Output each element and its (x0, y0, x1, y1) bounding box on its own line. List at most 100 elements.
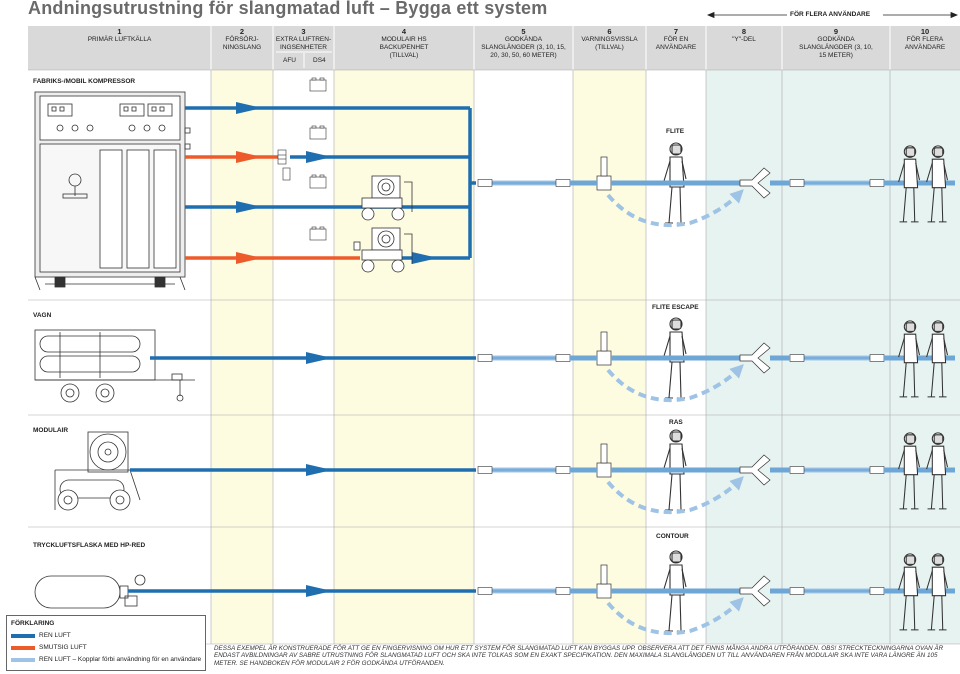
page-title: Andningsutrustning för slangmatad luft –… (28, 0, 548, 18)
user-arms (898, 449, 921, 470)
col-num: 7 (673, 27, 679, 36)
bypass-arrow (606, 597, 744, 636)
user-torso (903, 333, 919, 364)
col-label: GODKÄNDA SLANGLÄNGDER (3, 10, 15, 20, 30… (481, 36, 566, 59)
row4-flows (128, 585, 476, 597)
distribution-row-4 (477, 550, 955, 636)
hose-coupling (869, 466, 885, 474)
whistle-body (596, 583, 612, 599)
whistle-icon (600, 331, 608, 352)
col-label: GODKÄNDA SLANGLÄNGDER (3, 10, 15 METER) (799, 36, 873, 59)
user-mask (933, 147, 944, 157)
whistle-icon (600, 564, 608, 585)
legend-label: REN LUFT – Kopplar förbi användning för … (39, 656, 202, 663)
equipment-label-ras: RAS (669, 419, 683, 426)
user-torso (903, 158, 919, 189)
user-arms (898, 570, 921, 591)
row-label-trailer: VAGN (33, 312, 52, 319)
trailer-icon (34, 329, 195, 403)
hose-coupling (555, 466, 571, 474)
row-label-compressor: FABRIKS-/MOBIL KOMPRESSOR (33, 78, 136, 85)
user-torso (669, 443, 685, 475)
user-torso (669, 564, 685, 596)
col-label: EXTRA LUFTREN-INGSENHETER (275, 36, 332, 51)
legend-label: REN LUFT (39, 632, 71, 639)
hose-coupling (789, 354, 805, 362)
user-arms (663, 568, 687, 590)
col-num: 5 (521, 27, 526, 36)
bypass-arrow (606, 476, 744, 515)
user-mask (933, 322, 944, 332)
user-mask (671, 431, 682, 442)
legend-item-bypass: REN LUFT – Kopplar förbi användning för … (11, 656, 201, 663)
hose-coupling (869, 587, 885, 595)
user-arms (898, 337, 921, 358)
legend-swatch-bypass (11, 657, 35, 662)
whistle-body (596, 175, 612, 191)
hose-coupling (477, 354, 493, 362)
y-piece-icon (739, 454, 771, 486)
hose-segment (790, 355, 884, 361)
user-torso (669, 331, 685, 363)
user-mask (905, 434, 916, 444)
col-label: PRIMÄR LUFTKÄLLA (87, 36, 152, 43)
equipment-label-contour: CONTOUR (656, 533, 689, 540)
legend-swatch-clean (11, 633, 35, 638)
compressor-icon (34, 91, 191, 291)
legend-item-clean: REN LUFT (11, 632, 71, 639)
hose-coupling (477, 179, 493, 187)
distribution-rows (477, 142, 955, 636)
col-num: 4 (401, 27, 407, 36)
row1-flows (185, 102, 476, 264)
modulair-icon (54, 431, 141, 511)
col-num: 6 (607, 27, 612, 36)
col-num: 2 (239, 27, 245, 36)
user-legs (902, 595, 916, 630)
hose-coupling (477, 466, 493, 474)
hose-coupling (555, 354, 571, 362)
user-figure (663, 550, 687, 632)
user-arms (663, 335, 687, 357)
user-torso (903, 566, 919, 597)
whistle-icon (600, 443, 608, 464)
user-torso (931, 158, 947, 189)
user-legs (902, 474, 916, 509)
user-legs (668, 186, 682, 224)
whistle-body (596, 350, 612, 366)
backup-unit-icons (353, 175, 413, 273)
user-arms (898, 162, 921, 183)
col-label: FÖR FLERA ANVÄNDARE (904, 36, 946, 51)
row1-filters (277, 77, 327, 241)
user-arms (926, 449, 949, 470)
user-mask (671, 319, 682, 330)
user-arms (926, 337, 949, 358)
user-mask (905, 147, 916, 157)
equipment-label-flite: FLITE (666, 128, 685, 135)
user-mask (933, 434, 944, 444)
flera-label: FÖR FLERA ANVÄNDARE (790, 11, 871, 18)
col-num: 9 (833, 27, 839, 36)
y-piece-icon (739, 167, 771, 199)
col-num: 10 (920, 27, 930, 36)
hose-coupling (555, 587, 571, 595)
row2-flows (150, 352, 476, 364)
row-label-cylinder: TRYCKLUFTSFLASKA MED HP-RED (33, 542, 146, 549)
col-num: 8 (741, 27, 747, 36)
legend-swatch-dirty (11, 645, 35, 650)
sub-ds4: DS4 (313, 57, 326, 64)
user-mask (905, 555, 916, 565)
footnote: DESSA EXEMPEL ÄR KONSTRUERADE FÖR ATT GE… (214, 645, 944, 667)
user-mask (933, 555, 944, 565)
hose-segment (478, 355, 570, 361)
user-mask (905, 322, 916, 332)
user-legs (930, 474, 944, 509)
user-arms (663, 160, 687, 182)
hose-coupling (789, 466, 805, 474)
